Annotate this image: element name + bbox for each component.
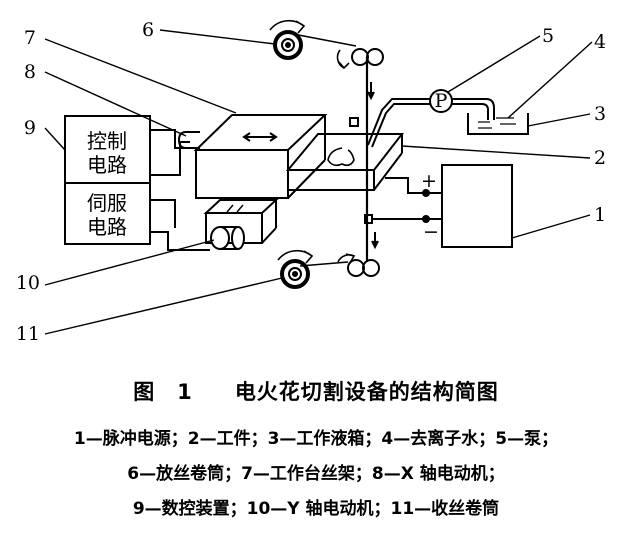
label-1: 1 bbox=[594, 204, 606, 226]
edm-structure-diagram: 控制 电路 伺服 电路 bbox=[16, 19, 606, 345]
label-7: 7 bbox=[24, 27, 36, 49]
control-servo-box: 控制 电路 伺服 电路 bbox=[64, 115, 151, 245]
figure-caption-title: 图 1 电火花切割设备的结构简图 bbox=[0, 376, 632, 406]
plus-terminal: + bbox=[421, 170, 437, 192]
lower-guide-rollers bbox=[299, 253, 380, 277]
pump-symbol: P bbox=[435, 90, 448, 112]
legend-line-2: 6—放丝卷筒；7—工作台丝架；8—X 轴电动机； bbox=[127, 464, 505, 484]
leader-lines bbox=[44, 29, 593, 335]
servo-circuit-label-1: 伺服 bbox=[87, 191, 127, 215]
legend-line-3: 9—数控装置；10—Y 轴电动机；11—收丝卷筒 bbox=[132, 499, 500, 519]
label-4: 4 bbox=[594, 31, 606, 53]
label-11: 11 bbox=[16, 323, 40, 345]
workpiece bbox=[285, 133, 405, 191]
label-6: 6 bbox=[142, 19, 154, 41]
coolant-pipe bbox=[367, 98, 495, 148]
take-up-spool bbox=[277, 249, 314, 289]
electrode-wire bbox=[349, 57, 379, 262]
servo-circuit-label-2: 电路 bbox=[87, 215, 127, 239]
legend-line-1: 1—脉冲电源；2—工件；3—工作液箱；4—去离子水；5—泵； bbox=[73, 429, 559, 449]
figure-title: 电火花切割设备的结构简图 bbox=[234, 380, 499, 404]
pump: P bbox=[429, 89, 453, 113]
label-5: 5 bbox=[542, 25, 554, 47]
label-10: 10 bbox=[16, 272, 40, 294]
control-wires bbox=[150, 129, 210, 251]
supply-spool bbox=[269, 19, 357, 60]
control-circuit-label-1: 控制 bbox=[87, 129, 127, 153]
work-table bbox=[193, 114, 328, 199]
upper-guide-rollers bbox=[336, 48, 384, 70]
label-9: 9 bbox=[24, 117, 36, 139]
minus-terminal: − bbox=[423, 221, 439, 243]
control-circuit-label-2: 电路 bbox=[87, 153, 127, 177]
pulse-power-supply: + − bbox=[372, 164, 513, 248]
label-2: 2 bbox=[594, 147, 606, 169]
y-axis-motor bbox=[203, 199, 279, 250]
label-3: 3 bbox=[594, 103, 606, 125]
fluid-tank bbox=[467, 113, 529, 135]
figure-number: 图 1 bbox=[133, 380, 193, 404]
label-8: 8 bbox=[24, 61, 36, 83]
